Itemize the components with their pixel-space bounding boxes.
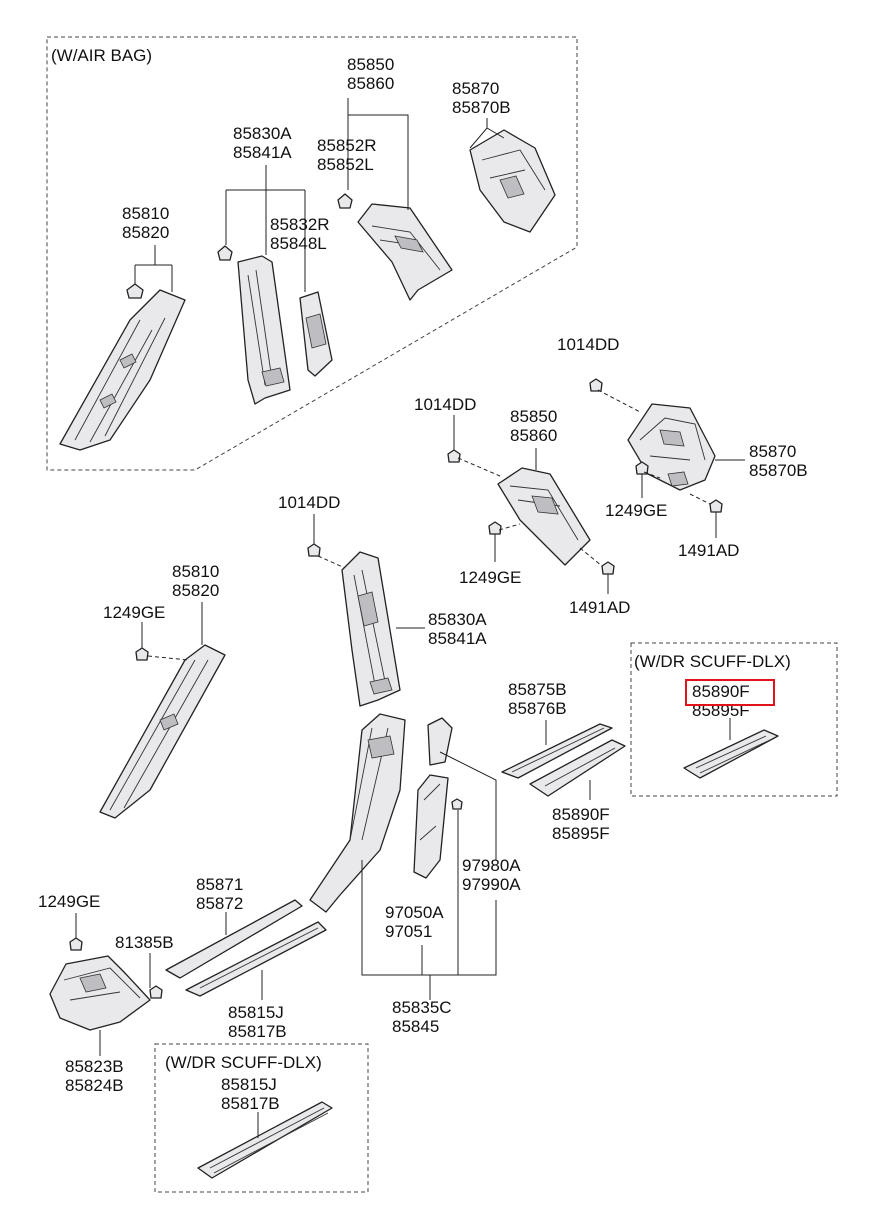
group-label-scuff-right: (W/DR SCUFF-DLX) (634, 652, 791, 671)
callout-b2-line-1: 1249GE (38, 892, 100, 911)
part-scuff-plate-front-lower (185, 921, 327, 997)
callout-l3-line-1: 1249GE (103, 603, 165, 622)
part-rear-pillar-trim (627, 403, 716, 491)
callout-l2-line-2: 85820 (172, 581, 219, 600)
part-a-pillar-trim-airbag (59, 289, 186, 451)
callout-a6-line-2: 85848L (270, 234, 327, 253)
group-label-scuff-bottom: (W/DR SCUFF-DLX) (165, 1053, 322, 1072)
leader-a3 (225, 165, 306, 292)
callout-b4-line-1: 85815J (228, 1003, 284, 1022)
screw-1249ge-left (135, 622, 189, 661)
part-b-pillar-upper-airbag (237, 255, 291, 405)
callout-b6-line-1: 85815J (221, 1075, 277, 1094)
part-quarter-trim-upper (497, 467, 591, 566)
callout-l1-line-1: 1014DD (278, 493, 340, 512)
callout-b3-line-1: 81385B (115, 933, 174, 952)
callout-m6-line-1: 1491AD (678, 541, 739, 560)
leader-c3 (361, 860, 497, 976)
callout-a4-line-2: 85852L (317, 155, 374, 174)
callout-r1-line-2: 85895F (692, 701, 750, 720)
part-center-pillar-lower (309, 713, 406, 913)
callout-a5-line-2: 85820 (122, 223, 169, 242)
bolt-1014dd-mid (447, 415, 501, 477)
part-a-pillar-trim (99, 644, 226, 819)
group-frame-scuff-right (630, 642, 838, 797)
leader-a5 (134, 245, 173, 292)
leader-a1 (347, 98, 409, 210)
callout-m3-line-1: 85850 (510, 407, 557, 426)
part-scuff-plate-dlx-rear (683, 729, 779, 779)
part-seatbelt-guide (427, 717, 453, 766)
callout-r3-line-1: 85890F (552, 805, 610, 824)
part-quarter-trim-upper-airbag (357, 203, 453, 301)
callout-c3-line-2: 85845 (392, 1017, 439, 1036)
part-b-pillar-upper (341, 551, 401, 707)
callout-a1-line-2: 85860 (347, 74, 394, 93)
callout-c1-line-2: 97990A (462, 875, 521, 894)
callout-l4-line-1: 85830A (428, 610, 487, 629)
callout-l4-line-2: 85841A (428, 629, 487, 648)
group-frame-air-bag (46, 36, 578, 471)
callout-a2-line-2: 85870B (452, 98, 511, 117)
clip-1491ad-right (689, 493, 723, 538)
callout-r3-line-2: 85895F (552, 824, 610, 843)
part-cowl-side-trim (49, 955, 151, 1031)
clip-1491ad-mid (579, 547, 615, 594)
screw-1249ge-lower (69, 913, 83, 951)
bolt-1014dd-left (307, 514, 346, 569)
callout-a3-line-2: 85841A (233, 143, 292, 162)
callout-c2-line-1: 97050A (385, 903, 444, 922)
callout-a3-line-1: 85830A (233, 124, 292, 143)
callout-m2-line-1: 1014DD (414, 395, 476, 414)
clip-81385b (149, 953, 163, 999)
screw-1249ge-right (635, 461, 661, 498)
callout-m8-line-1: 1491AD (569, 598, 630, 617)
screw-97980a (451, 798, 463, 810)
callout-m1-line-1: 1014DD (557, 335, 619, 354)
part-scuff-plate-front (165, 899, 303, 979)
part-seatbelt-cover (413, 774, 449, 879)
callout-r2-line-2: 85876B (508, 699, 567, 718)
callout-b1-line-2: 85872 (196, 894, 243, 913)
clip-85810-airbag (126, 283, 144, 299)
part-scuff-plate-rear-lower (529, 739, 626, 797)
clip-85852-airbag (337, 193, 353, 209)
group-frame-scuff-bottom (154, 1043, 369, 1193)
callout-a5-line-1: 85810 (122, 204, 169, 223)
part-scuff-plate-dlx-front (197, 1101, 333, 1179)
callout-m4-line-1: 85870 (749, 442, 796, 461)
callout-r1-line-1: 85890F (692, 682, 750, 701)
screw-1249ge-mid (488, 521, 521, 562)
callout-b4-line-2: 85817B (228, 1022, 287, 1041)
callout-a4-line-1: 85852R (317, 136, 377, 155)
bolt-1014dd-right (589, 378, 641, 413)
group-label-air-bag: (W/AIR BAG) (51, 46, 152, 65)
callout-m4-line-2: 85870B (749, 461, 808, 480)
callout-m3-line-2: 85860 (510, 426, 557, 445)
callout-b1-line-1: 85871 (196, 875, 243, 894)
callout-m5-line-1: 1249GE (605, 501, 667, 520)
part-b-pillar-cover-airbag (299, 291, 333, 377)
callout-b5-line-1: 85823B (65, 1057, 124, 1076)
callout-r2-line-1: 85875B (508, 680, 567, 699)
callout-c2-line-2: 97051 (385, 922, 432, 941)
callout-a1-line-1: 85850 (347, 55, 394, 74)
clip-85830a-airbag (217, 245, 233, 261)
callout-c1-line-1: 97980A (462, 856, 521, 875)
leader-c1 (439, 751, 497, 860)
callout-a2-line-1: 85870 (452, 79, 499, 98)
part-scuff-plate-rear (501, 723, 613, 779)
callout-c3-line-1: 85835C (392, 998, 452, 1017)
callout-a6-line-1: 85832R (270, 215, 330, 234)
highlighted-part-box (685, 679, 775, 706)
leader-a2 (469, 118, 505, 149)
callout-b5-line-2: 85824B (65, 1076, 124, 1095)
callout-b6-line-2: 85817B (221, 1094, 280, 1113)
callout-l2-line-1: 85810 (172, 562, 219, 581)
part-rear-pillar-trim-airbag (469, 129, 556, 233)
callout-m7-line-1: 1249GE (459, 568, 521, 587)
